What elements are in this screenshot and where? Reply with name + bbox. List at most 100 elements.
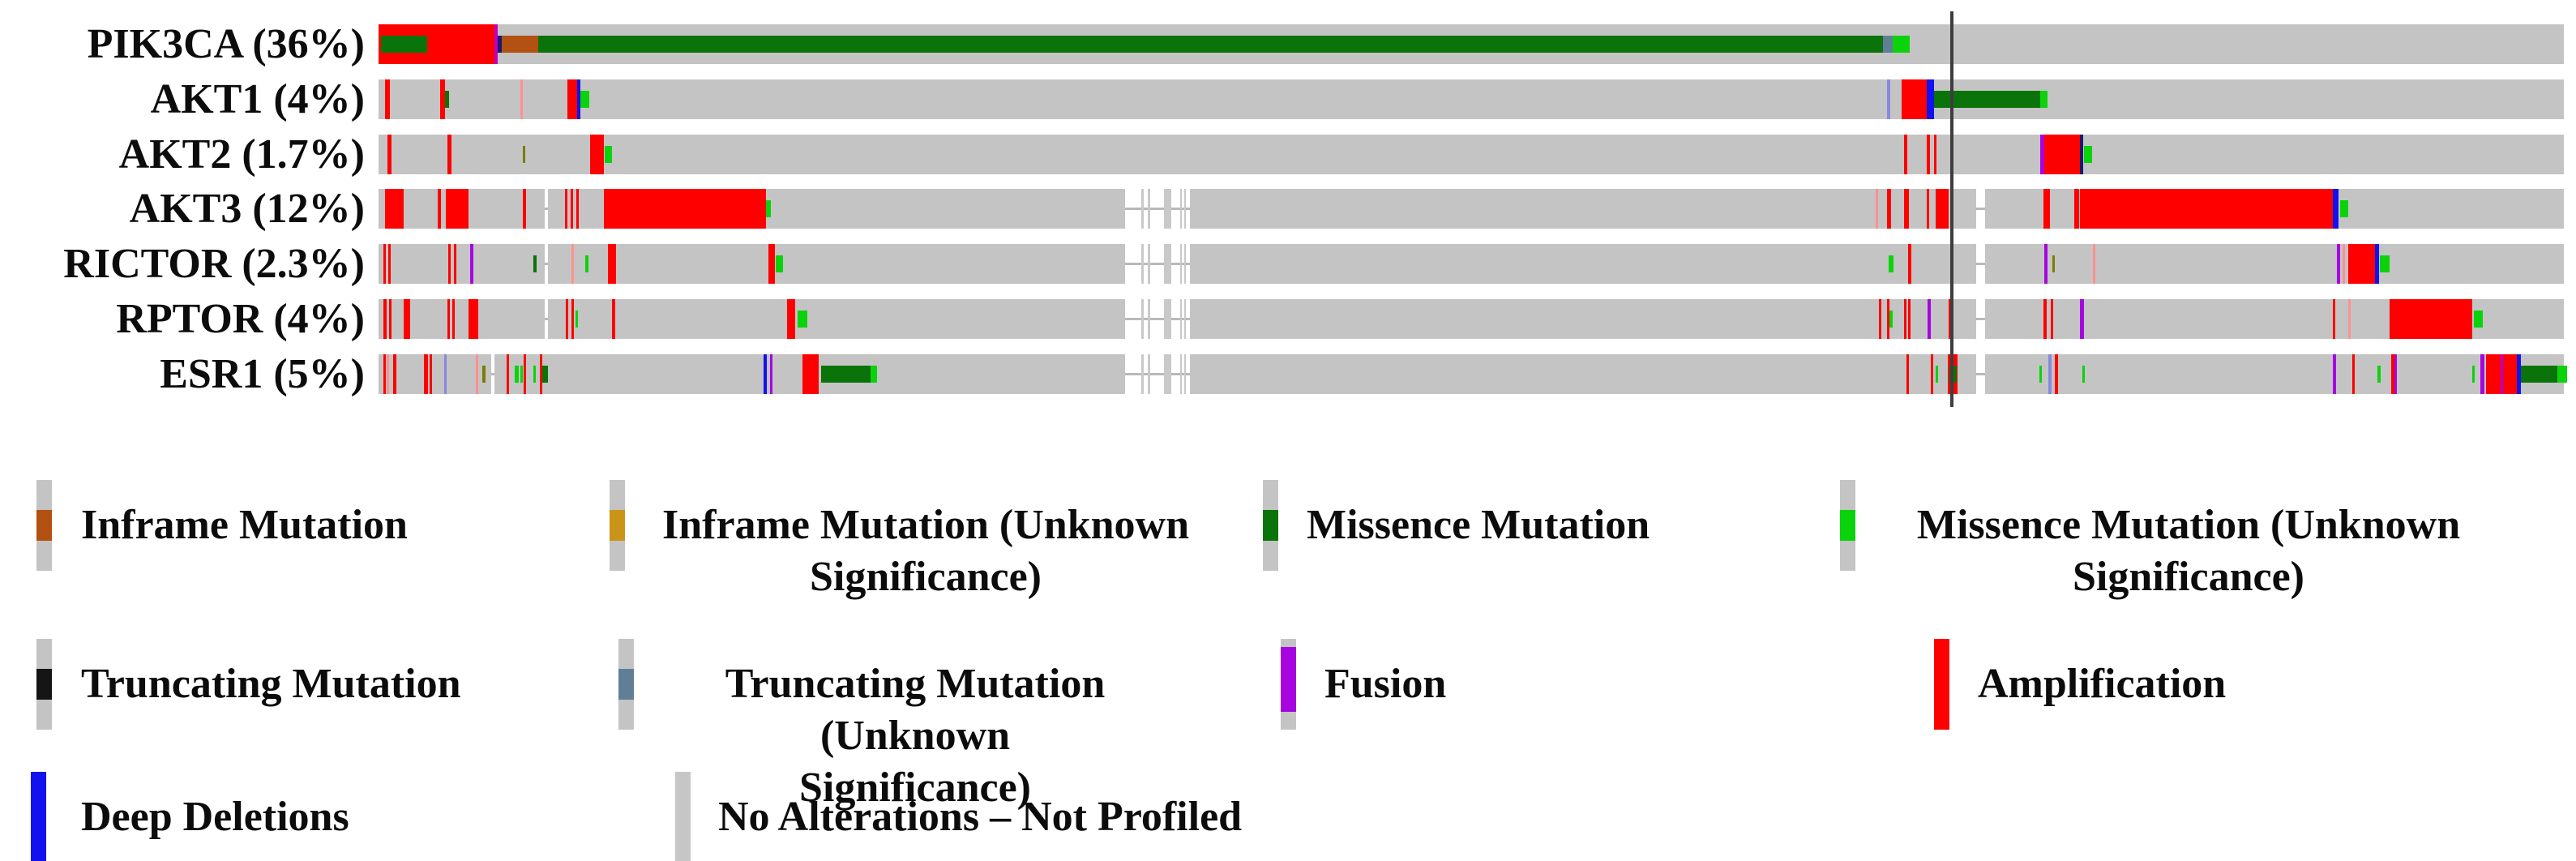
not-profiled-line xyxy=(1125,372,1190,375)
not-profiled-line xyxy=(1125,318,1190,320)
legend-label-fusion: Fusion xyxy=(1324,661,1447,707)
not-profiled-tick xyxy=(1184,244,1186,285)
alteration-segment-fred xyxy=(1876,189,1878,229)
alteration-segment-purple xyxy=(470,244,473,285)
alteration-segment-red xyxy=(524,353,526,394)
alteration-segment-red xyxy=(2043,299,2047,339)
alteration-segment-green xyxy=(1893,36,1910,53)
not-profiled-tick xyxy=(1141,244,1144,285)
alteration-segment-red xyxy=(1927,189,1929,229)
alteration-segment-fred xyxy=(2343,244,2345,285)
alteration-segment-green xyxy=(2084,145,2092,163)
not-profiled-line xyxy=(1125,263,1190,266)
alteration-segment-red xyxy=(383,353,386,394)
alteration-segment-red xyxy=(787,299,795,339)
track-row-RPTOR xyxy=(379,299,2564,339)
alteration-segment-green xyxy=(580,90,589,108)
alteration-segment-dgreen xyxy=(1934,90,2040,108)
panel-seam xyxy=(545,299,548,339)
alteration-segment-red xyxy=(2352,353,2355,394)
alteration-segment-red xyxy=(2390,299,2472,339)
alteration-segment-green xyxy=(2340,200,2348,218)
alteration-segment-red xyxy=(383,244,386,285)
alteration-segment-red xyxy=(1879,299,1881,339)
legend-glyph-deep-deletions-icon xyxy=(31,772,46,861)
alteration-segment-red xyxy=(540,353,542,394)
not-profiled-line xyxy=(491,372,494,375)
alteration-segment-purple xyxy=(2044,244,2048,285)
panel-seam xyxy=(1976,299,1985,339)
alteration-segment-dgreen xyxy=(533,255,537,273)
gene-label-RPTOR: RPTOR (4%) xyxy=(116,296,365,342)
not-profiled-tick xyxy=(1184,299,1186,339)
alteration-segment-red xyxy=(571,299,574,339)
alteration-segment-red xyxy=(1908,244,1911,285)
alteration-segment-red xyxy=(604,189,766,229)
alteration-segment-dgreen xyxy=(821,365,871,383)
alteration-segment-red xyxy=(571,189,573,229)
legend-glyph-fill xyxy=(36,510,52,541)
alteration-segment-red xyxy=(2333,299,2335,339)
alteration-segment-green xyxy=(515,365,519,383)
alteration-segment-purple xyxy=(770,353,772,394)
alteration-segment-green xyxy=(1889,311,1893,328)
alteration-segment-red xyxy=(430,353,432,394)
alteration-segment-brown xyxy=(502,36,538,53)
legend-glyph-amplification-icon xyxy=(1934,639,1949,730)
not-profiled-line xyxy=(1125,208,1190,211)
legend-label-not-profiled: No Alterations – Not Profiled xyxy=(718,794,1243,840)
not-profiled-tick xyxy=(1180,244,1182,285)
alteration-segment-red xyxy=(2044,134,2080,174)
alteration-segment-red xyxy=(452,299,455,339)
not-profiled-gap xyxy=(1125,189,1190,229)
alteration-segment-magenta xyxy=(494,24,498,64)
alteration-segment-red xyxy=(447,134,451,174)
not-profiled-tick xyxy=(1180,299,1182,339)
alteration-segment-fred xyxy=(2348,299,2351,339)
alteration-segment-red xyxy=(404,299,410,339)
gene-label-AKT1: AKT1 (4%) xyxy=(150,75,365,122)
alteration-segment-red xyxy=(768,244,775,285)
alteration-segment-blue xyxy=(1927,79,1934,119)
not-profiled-tick xyxy=(1141,189,1144,229)
alteration-segment-blue xyxy=(2375,244,2379,285)
alteration-segment-red xyxy=(387,134,392,174)
alteration-segment-red xyxy=(469,299,478,339)
alteration-segment-red xyxy=(383,299,387,339)
alteration-segment-red xyxy=(1902,79,1927,119)
alteration-segment-purple xyxy=(2501,353,2503,394)
gene-label-AKT3: AKT3 (12%) xyxy=(129,186,365,233)
alteration-segment-red xyxy=(2051,299,2053,339)
no-alteration-background xyxy=(379,79,2564,119)
alteration-segment-blue xyxy=(764,353,767,394)
legend-glyph-inframe-unknown-icon xyxy=(610,480,625,571)
panel-seam xyxy=(1976,244,1985,285)
alteration-segment-red xyxy=(446,189,469,229)
alteration-segment-navy xyxy=(498,36,502,53)
alteration-segment-red xyxy=(385,189,404,229)
alteration-segment-red xyxy=(608,244,616,285)
gene-label-ESR1: ESR1 (5%) xyxy=(160,350,365,397)
alteration-segment-green xyxy=(2557,365,2567,383)
alteration-segment-green xyxy=(776,255,783,273)
alteration-segment-red xyxy=(576,189,579,229)
alteration-segment-green xyxy=(2377,365,2381,383)
alteration-segment-green xyxy=(1889,255,1893,273)
track-row-AKT1 xyxy=(379,79,2564,119)
legend-label-inframe: Inframe Mutation xyxy=(81,502,408,548)
alteration-segment-red xyxy=(802,353,819,394)
alteration-segment-green xyxy=(871,365,877,383)
alteration-segment-red xyxy=(1927,134,1930,174)
legend-glyph-fill xyxy=(1263,510,1278,541)
not-profiled-tick xyxy=(1148,353,1150,394)
not-profiled-line xyxy=(545,318,548,320)
no-alteration-background xyxy=(379,299,2564,339)
alteration-segment-red xyxy=(2074,189,2079,229)
not-profiled-tick xyxy=(1180,353,1182,394)
not-profiled-tick xyxy=(1184,189,1186,229)
panel-seam xyxy=(545,189,548,229)
alteration-segment-red xyxy=(2391,353,2394,394)
not-profiled-tick xyxy=(1164,189,1171,229)
alteration-segment-green xyxy=(1936,365,1938,383)
